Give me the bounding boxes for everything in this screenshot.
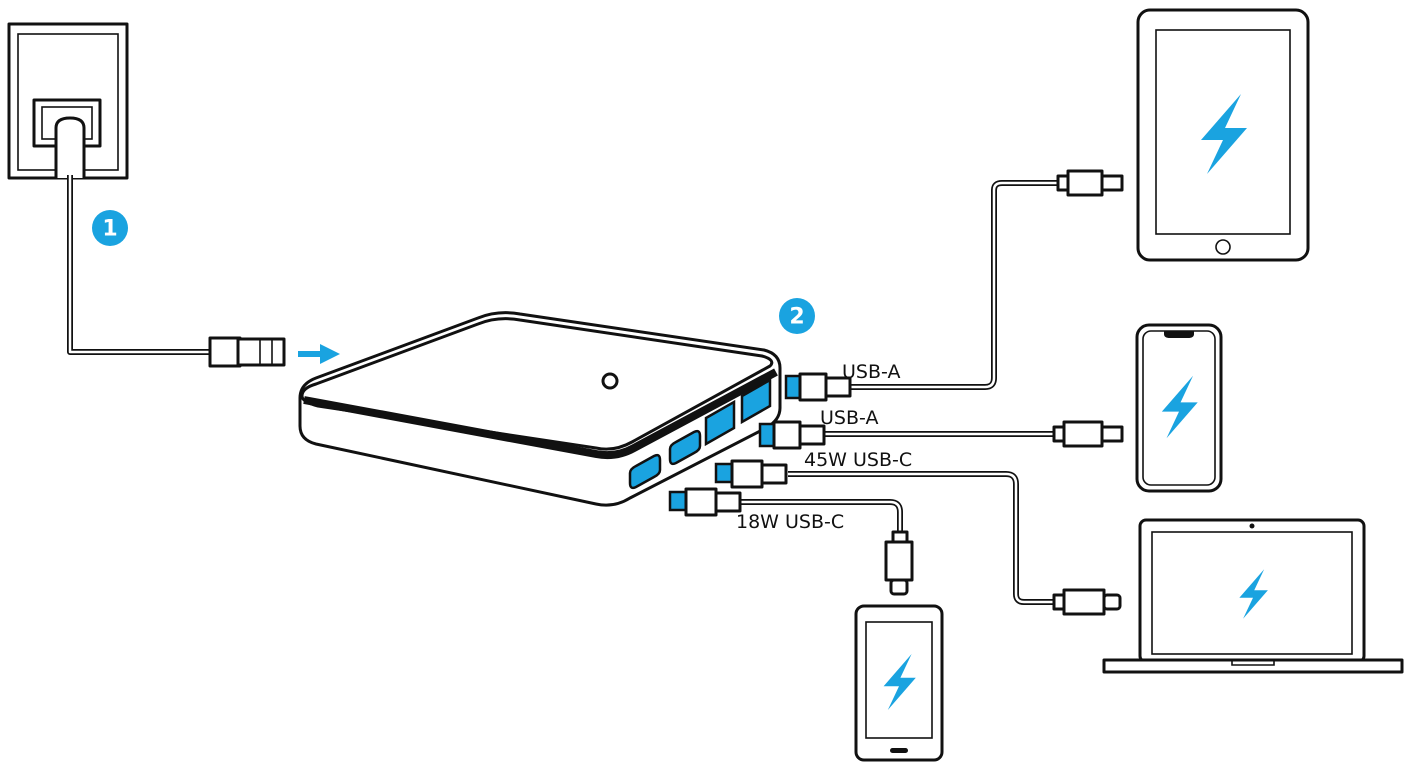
step-2-number: 2: [789, 305, 804, 330]
step-1-marker: 1: [92, 210, 128, 246]
cable-usb-c-laptop: [714, 459, 1122, 616]
laptop-icon: [1102, 518, 1404, 674]
cable-usb-a-iphone: [758, 420, 1124, 450]
wall-outlet-icon: [7, 22, 129, 180]
usb-a-port-1: [704, 399, 736, 447]
usb-a-port-2: [740, 377, 772, 425]
usb-c-port-1: [628, 453, 662, 490]
android-phone-icon: [854, 604, 944, 762]
power-plug-icon: [208, 336, 286, 368]
cable-usb-a-tablet: [784, 169, 1124, 402]
cable-usb-c-android: [668, 487, 914, 596]
power-cord: [67, 175, 212, 355]
charging-hub: [298, 311, 782, 507]
usb-c-port-2: [668, 429, 702, 466]
tablet-icon: [1136, 8, 1310, 262]
step-1-number: 1: [102, 217, 117, 242]
port-label-usb-a-2: USB-A: [820, 407, 878, 429]
port-label-usb-a-1: USB-A: [842, 361, 900, 383]
port-label-usb-c-18w: 18W USB-C: [736, 511, 844, 533]
smartphone-icon: [1135, 323, 1223, 493]
step-2-marker: 2: [779, 298, 815, 334]
arrow-right-icon: [298, 344, 340, 364]
port-label-usb-c-45w: 45W USB-C: [804, 449, 912, 471]
